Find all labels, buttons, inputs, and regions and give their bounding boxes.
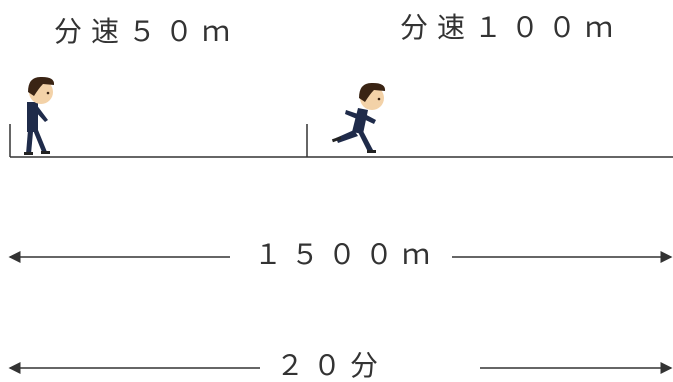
running-person-icon bbox=[331, 82, 386, 153]
running-speed-label: 分速１００ｍ bbox=[400, 11, 623, 44]
walking-person-icon bbox=[24, 76, 55, 155]
distance-label: １５００ｍ bbox=[254, 238, 440, 271]
walking-speed-label: 分速５０ｍ bbox=[54, 15, 240, 48]
time-label: ２０分 bbox=[276, 349, 388, 382]
